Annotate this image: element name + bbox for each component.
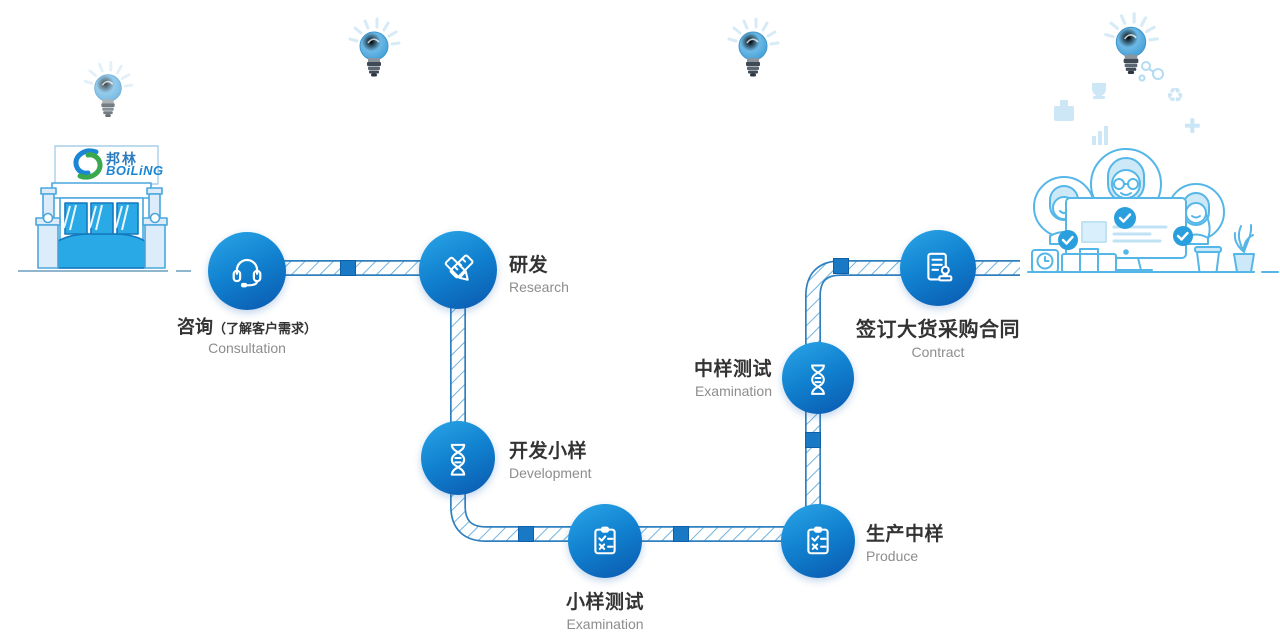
- step-label-sample-test: 小样测试 Examination: [505, 591, 705, 633]
- step-label-mid-sample-test: 中样测试 Examination: [592, 358, 772, 400]
- step-circle-consultation: [208, 232, 286, 310]
- step-circle-sample-test: [568, 504, 642, 578]
- step-label-consultation: 咨询（了解客户需求） Consultation: [122, 316, 372, 358]
- step-subtitle: Research: [509, 278, 569, 295]
- lightbulb-icon: [348, 17, 401, 78]
- step-label-produce: 生产中样 Produce: [866, 523, 944, 565]
- step-title: 小样测试: [565, 592, 644, 613]
- step-label-research: 研发 Research: [509, 254, 569, 296]
- flow-path: [247, 258, 1020, 542]
- pencil-ruler-icon: [444, 254, 474, 281]
- step-subtitle: Examination: [694, 382, 772, 399]
- step-subtitle: Development: [509, 464, 592, 481]
- brand-name-en: BOiLiNG: [106, 163, 164, 178]
- step-title: 咨询: [176, 317, 213, 337]
- plus-icon: ✚: [1184, 116, 1201, 138]
- clipboard-check-icon: [594, 526, 616, 555]
- step-subtitle: Consultation: [208, 340, 286, 356]
- clipboard-check-icon: [807, 526, 829, 555]
- recycle-icon: ♻: [1166, 85, 1184, 107]
- step-title: 签订大货采购合同: [856, 319, 1020, 341]
- decorative-icons: ♻ ✚: [1054, 61, 1201, 145]
- team-computer-illustration: [1027, 148, 1279, 273]
- contract-stamp-icon: [927, 252, 953, 282]
- flask-icon: [1054, 100, 1074, 121]
- brand-logo-icon: [73, 148, 103, 180]
- headset-icon: [232, 258, 262, 288]
- lightbulb-icon: [83, 60, 134, 119]
- molecule-icon: [1138, 61, 1164, 82]
- step-title-note: （了解客户需求）: [212, 321, 317, 336]
- step-label-development: 开发小样 Development: [509, 440, 592, 482]
- step-title: 生产中样: [866, 524, 945, 545]
- step-circle-contract: [900, 230, 976, 306]
- step-label-contract: 签订大货采购合同 Contract: [808, 318, 1068, 362]
- step-title: 研发: [509, 255, 549, 276]
- bar-chart-icon: [1092, 126, 1108, 145]
- step-title: 开发小样: [509, 441, 588, 462]
- dna-icon: [450, 443, 466, 476]
- company-building-illustration: [18, 145, 191, 272]
- path-marker: [340, 258, 849, 542]
- dna-icon: [811, 364, 825, 395]
- step-subtitle: Examination: [566, 615, 644, 632]
- step-circle-research: [419, 231, 497, 309]
- step-circle-produce: [781, 504, 855, 578]
- brand-name-zh: 邦林: [106, 151, 138, 167]
- step-subtitle: Produce: [866, 547, 919, 564]
- step-subtitle: Contract: [911, 344, 965, 360]
- trophy-icon: [1092, 83, 1106, 99]
- step-circle-mid-sample-test: [782, 342, 854, 414]
- lightbulb-icon: [727, 17, 780, 78]
- step-circle-development: [421, 421, 495, 495]
- step-title: 中样测试: [693, 359, 772, 380]
